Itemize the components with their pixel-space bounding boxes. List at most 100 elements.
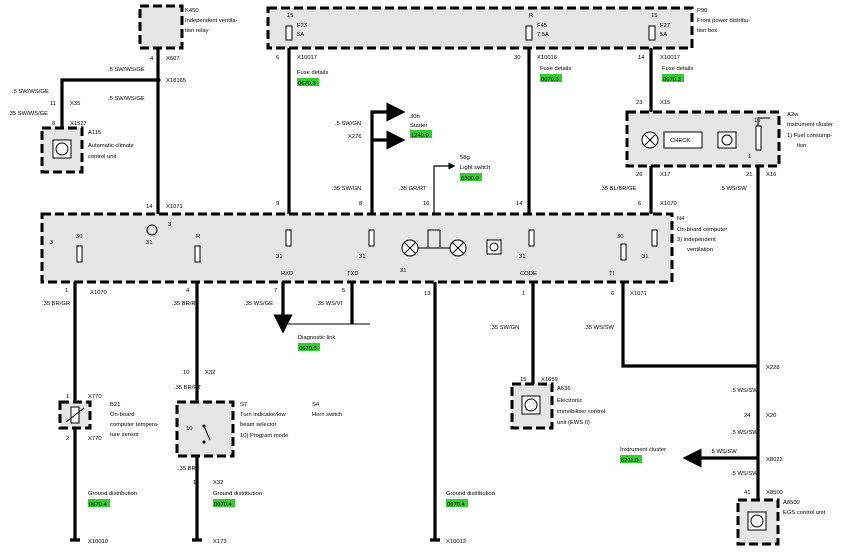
control-unit-icon — [750, 514, 764, 528]
svg-text:30: 30 — [514, 55, 520, 61]
svg-text:.35 WS/SW: .35 WS/SW — [584, 325, 614, 331]
svg-text:31: 31 — [146, 240, 152, 246]
svg-text:Automatic climate: Automatic climate — [88, 143, 134, 149]
svg-text:Instrument cluster: Instrument cluster — [620, 447, 666, 453]
svg-text:X1070: X1070 — [660, 201, 677, 207]
svg-text:.35 BR/RT: .35 BR/RT — [172, 301, 199, 307]
svg-text:X15: X15 — [660, 100, 670, 106]
svg-text:X10012: X10012 — [446, 539, 466, 545]
svg-text:X1071: X1071 — [630, 291, 647, 297]
svg-text:0670.3: 0670.3 — [298, 81, 316, 87]
svg-text:16: 16 — [423, 201, 429, 207]
svg-text:.35 GR/RT: .35 GR/RT — [399, 186, 427, 192]
svg-text:Fuse details: Fuse details — [297, 70, 328, 76]
svg-text:On-board computer: On-board computer — [677, 227, 727, 233]
svg-text:31: 31 — [276, 254, 282, 260]
svg-text:control unit: control unit — [88, 154, 117, 160]
svg-text:10) Program mode: 10) Program mode — [240, 433, 288, 439]
svg-text:X1527: X1527 — [70, 121, 87, 127]
svg-text:F23: F23 — [297, 23, 307, 29]
svg-text:0670.4: 0670.4 — [214, 502, 233, 508]
svg-text:beam selector: beam selector — [240, 422, 276, 428]
svg-text:1: 1 — [748, 154, 751, 160]
svg-text:Diagnostic link: Diagnostic link — [298, 335, 335, 341]
svg-text:R: R — [529, 13, 533, 19]
svg-text:5A: 5A — [297, 32, 304, 38]
svg-text:31: 31 — [642, 254, 648, 260]
svg-text:15: 15 — [287, 13, 293, 19]
svg-text:4: 4 — [150, 56, 154, 62]
svg-text:7.5A: 7.5A — [537, 32, 549, 38]
svg-text:tion: tion — [797, 143, 806, 149]
svg-text:.35 SW/GN: .35 SW/GN — [332, 186, 361, 192]
svg-text:14: 14 — [146, 204, 153, 210]
svg-text:0670.4: 0670.4 — [89, 502, 108, 508]
svg-text:X770: X770 — [88, 394, 102, 400]
svg-text:X32: X32 — [205, 370, 215, 376]
svg-text:15: 15 — [651, 13, 657, 19]
svg-text:A2w: A2w — [787, 112, 799, 118]
svg-text:15: 15 — [520, 377, 526, 383]
svg-text:X8022: X8022 — [766, 457, 783, 463]
k450-relay: K450 Independent ventila- tion relay — [138, 4, 238, 50]
svg-text:unit (EWS II): unit (EWS II) — [557, 420, 590, 426]
svg-text:30h: 30h — [410, 114, 420, 120]
svg-text:.5 WS/SW: .5 WS/SW — [731, 388, 758, 394]
svg-text:X10010: X10010 — [88, 539, 108, 545]
svg-text:A8500: A8500 — [783, 500, 800, 506]
svg-text:X10017: X10017 — [297, 55, 317, 61]
svg-text:11: 11 — [50, 101, 56, 107]
svg-text:ture sensor: ture sensor — [110, 432, 139, 438]
a8500-egs-control-unit: A8500 EGS control unit — [736, 498, 826, 546]
svg-text:Electronic: Electronic — [557, 398, 583, 404]
svg-text:31: 31 — [519, 254, 525, 260]
svg-text:1: 1 — [66, 394, 69, 400]
svg-text:2: 2 — [66, 436, 69, 442]
svg-text:X1659: X1659 — [541, 377, 558, 383]
svg-text:4: 4 — [186, 288, 190, 294]
svg-text:.35 SW/WS/GE: .35 SW/WS/GE — [8, 111, 48, 117]
control-unit-icon — [55, 142, 69, 156]
svg-text:N4: N4 — [677, 216, 685, 222]
svg-text:X32: X32 — [213, 480, 223, 486]
svg-text:8: 8 — [359, 201, 362, 207]
svg-text:CHECK: CHECK — [670, 138, 690, 144]
svg-text:5A: 5A — [660, 32, 667, 38]
svg-text:1) Fuel consump-: 1) Fuel consump- — [787, 133, 832, 139]
svg-text:Horn switch: Horn switch — [312, 412, 342, 418]
svg-text:Independent ventila-: Independent ventila- — [185, 18, 238, 24]
svg-text:1: 1 — [193, 480, 196, 486]
svg-text:6: 6 — [276, 55, 279, 61]
control-unit-icon — [721, 134, 733, 146]
svg-text:10: 10 — [183, 370, 189, 376]
control-unit-icon — [489, 242, 499, 252]
svg-text:26: 26 — [636, 172, 642, 178]
svg-text:X10017: X10017 — [660, 55, 680, 61]
svg-text:.35 WS/VI: .35 WS/VI — [316, 301, 342, 307]
svg-text:X20: X20 — [766, 413, 776, 419]
svg-text:1: 1 — [522, 291, 525, 297]
svg-text:X17: X17 — [660, 172, 670, 178]
svg-text:41: 41 — [744, 490, 750, 496]
svg-text:X770: X770 — [88, 436, 102, 442]
svg-text:X16: X16 — [766, 172, 776, 178]
svg-text:A115: A115 — [88, 130, 101, 136]
svg-text:.35 BL/BR/GE: .35 BL/BR/GE — [600, 186, 637, 192]
svg-text:On-board: On-board — [110, 412, 135, 418]
svg-text:R: R — [196, 234, 200, 240]
svg-text:ventilation: ventilation — [687, 247, 713, 253]
svg-text:8: 8 — [52, 121, 55, 127]
svg-text:14: 14 — [516, 201, 523, 207]
svg-text:EGS control unit: EGS control unit — [783, 510, 826, 516]
svg-text:.5 WS/SW: .5 WS/SW — [720, 186, 747, 192]
svg-text:X276: X276 — [348, 134, 362, 140]
svg-text:X1071: X1071 — [166, 204, 183, 210]
svg-text:X8500: X8500 — [766, 490, 783, 496]
svg-text:31: 31 — [400, 268, 406, 274]
b21-temperature-sensor: B21 On-board computer tempera- ture sens… — [58, 400, 159, 438]
a636-immobiliser-unit: A636 Electronic immobiliser control unit… — [510, 382, 605, 430]
svg-text:.5 WS/SW: .5 WS/SW — [731, 471, 758, 477]
svg-text:21: 21 — [746, 172, 752, 178]
svg-text:3: 3 — [168, 222, 171, 228]
